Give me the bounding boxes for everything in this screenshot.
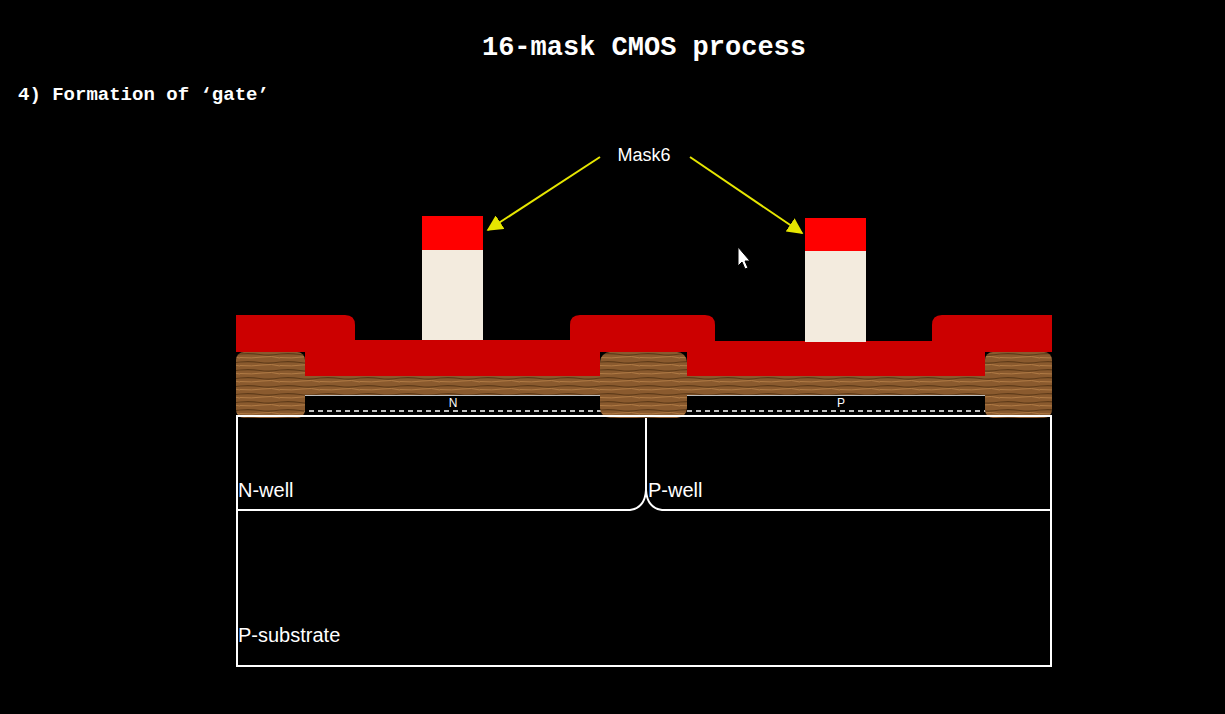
well-region: P-well <box>648 417 1052 512</box>
doping-label: N <box>449 396 458 410</box>
mask-label-box: Mask6 <box>617 146 670 164</box>
doping-label-box: P <box>837 397 845 409</box>
step-heading-box: 4) Formation of ‘gate’ <box>18 86 269 105</box>
region-label: P-well <box>648 479 702 501</box>
step-heading: 4) Formation of ‘gate’ <box>18 84 269 106</box>
region-label: N-well <box>238 479 294 501</box>
doping-label-box: N <box>449 397 458 409</box>
mask-label: Mask6 <box>617 145 670 165</box>
title-box: 16-mask CMOS process <box>482 33 806 63</box>
substrate-region: P-substrate N-well P-well <box>236 415 1052 667</box>
title: 16-mask CMOS process <box>482 33 806 63</box>
region-label: P-substrate <box>238 624 340 646</box>
doping-label: P <box>837 396 845 410</box>
well-region: N-well <box>238 417 647 512</box>
